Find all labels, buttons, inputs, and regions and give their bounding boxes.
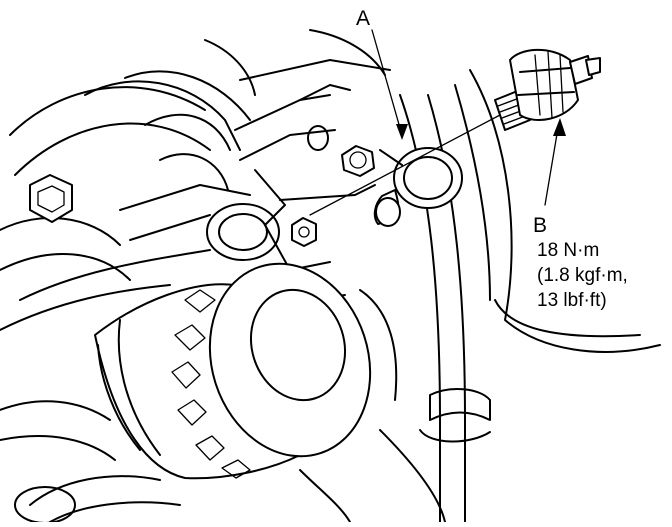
arrowhead-b [553, 118, 566, 136]
callout-label-a: A [356, 7, 370, 30]
bolt-left [29, 174, 73, 223]
leader-a [371, 29, 403, 136]
lower-pulley [0, 400, 351, 524]
oil-pressure-switch-b [494, 48, 601, 131]
coolant-hose [359, 69, 661, 523]
bolt-lower [291, 217, 317, 247]
oil-filter [94, 262, 372, 480]
sealing-washer-a [373, 147, 463, 227]
torque-spec-line-3: 13 lbf·ft) [537, 290, 607, 311]
torque-spec-line-2: (1.8 kgf·m, [537, 265, 628, 286]
torque-spec-line-1: 18 N·m [537, 240, 599, 261]
callout-label-b: B [533, 214, 547, 237]
leader-b [544, 127, 559, 206]
leader-lines [309, 29, 566, 216]
engine-block-background [0, 29, 391, 331]
bolt-center [341, 145, 375, 177]
arrowhead-a [396, 124, 408, 140]
